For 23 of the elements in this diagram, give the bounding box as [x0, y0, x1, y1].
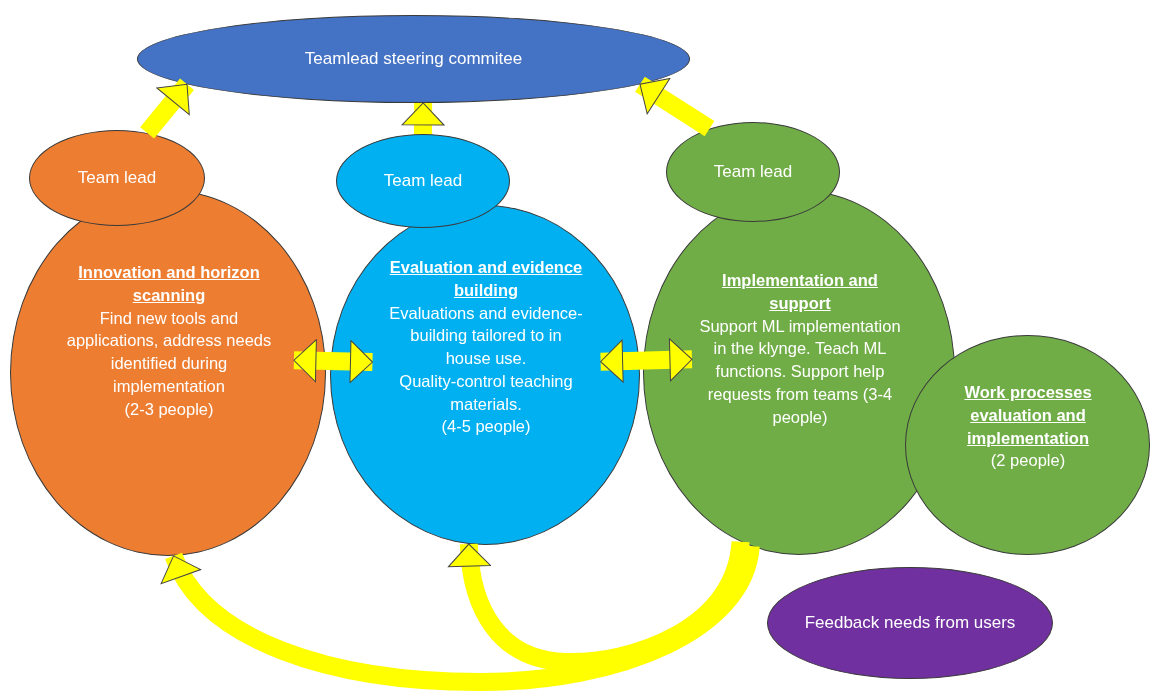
description-text: (2 people)	[989, 450, 1067, 472]
double-arrow	[600, 338, 693, 383]
description-text: (2-3 people)	[123, 398, 215, 420]
node-label: Feedback needs from users	[804, 611, 1016, 634]
node-label: Team lead	[77, 166, 157, 189]
curved-arrow	[163, 544, 760, 691]
double-arrow	[293, 339, 373, 383]
node-label: Teamlead steering commitee	[304, 47, 523, 70]
section-heading: Innovation and horizon scanning	[77, 262, 261, 306]
description-text: Quality-control teaching materials.	[398, 370, 574, 415]
block-arrow	[635, 76, 715, 137]
block-arrow	[401, 102, 445, 135]
section-heading: Evaluation and evidence building	[388, 257, 584, 301]
description-text: Find new tools and applications, address needs identified during implementation	[66, 307, 272, 397]
curved-arrow	[448, 540, 750, 671]
block-arrow	[140, 78, 194, 139]
section-heading: Work processes evaluation and implementation	[963, 382, 1093, 449]
node-label: Team lead	[713, 160, 793, 183]
node-label: Team lead	[383, 169, 463, 192]
description-text: Support ML implementation in the klynge. Teach ML functions. Support help requests from teams (3-4 people)	[698, 315, 902, 428]
description-text: (4-5 people)	[440, 416, 532, 438]
description-text: Evaluations and evidence-building tailored to in house use.	[388, 302, 584, 370]
section-heading: Implementation and support	[721, 270, 879, 314]
